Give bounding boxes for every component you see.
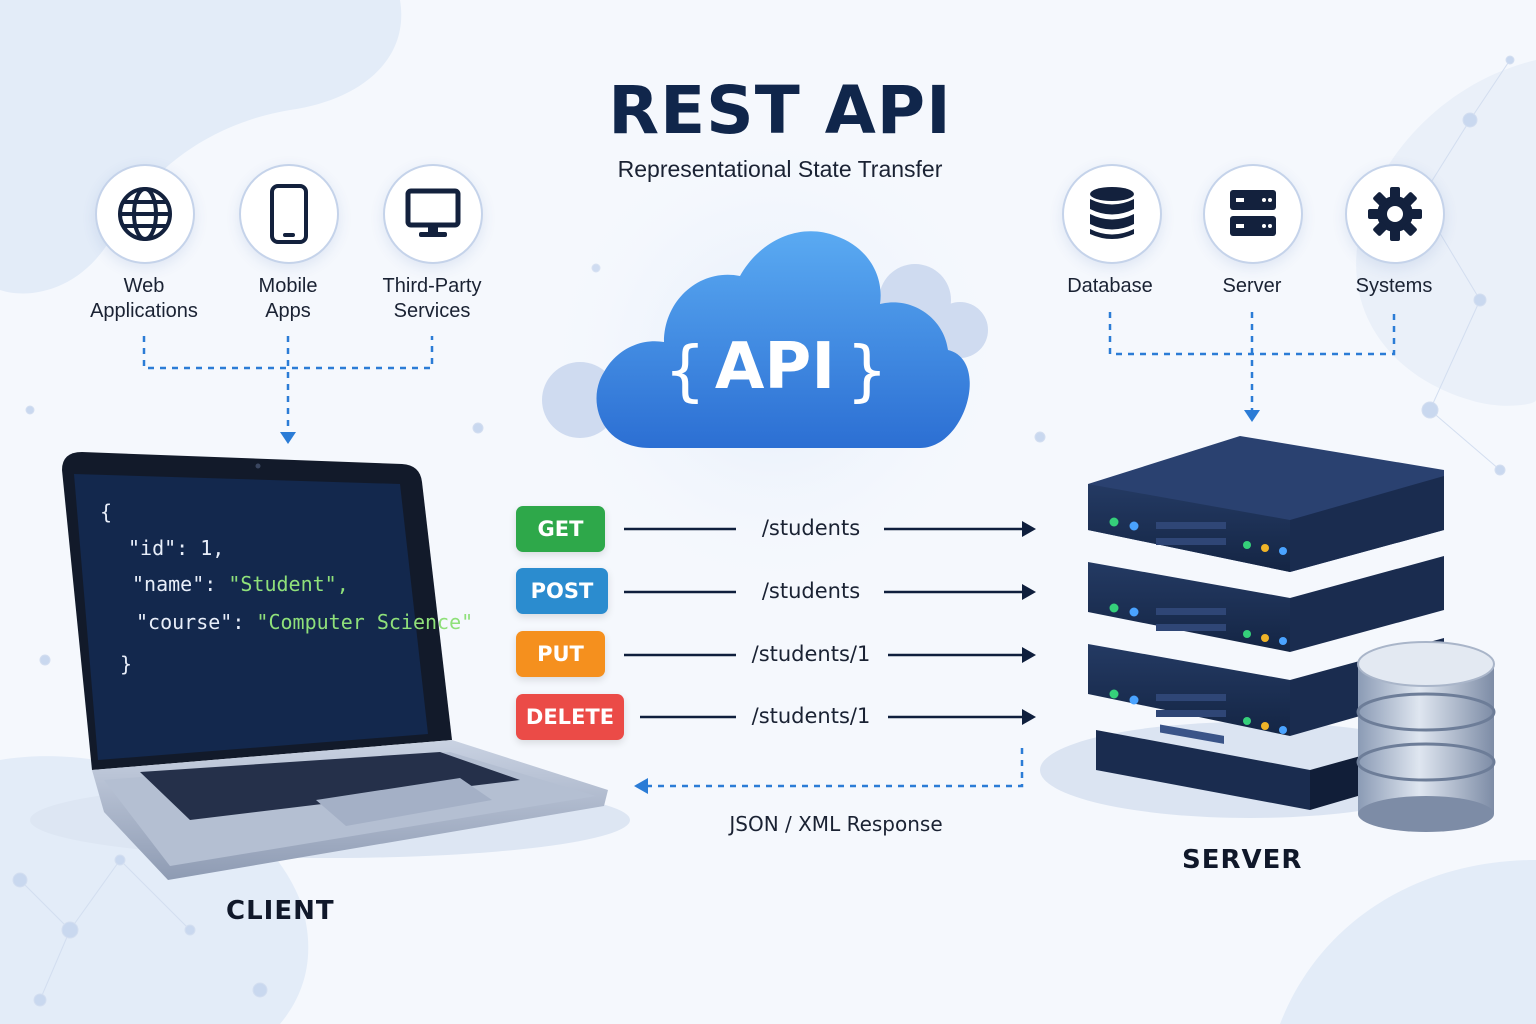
close-brace-icon: } (846, 332, 888, 409)
third-party-services-label: Third-Party Services (382, 275, 482, 322)
mobile-phone-icon (270, 184, 308, 244)
server-label: Server (1222, 275, 1282, 297)
open-brace-icon: { (664, 332, 706, 409)
code-name-key: "name" (132, 572, 205, 596)
page-title: REST API (608, 72, 952, 149)
mobile-apps-node (239, 164, 339, 264)
web-applications-node (95, 164, 195, 264)
endpoint-delete: /students/1 (751, 704, 871, 728)
code-name-value: "Student", (228, 572, 349, 596)
code-close-brace: } (120, 652, 133, 676)
systems-node (1345, 164, 1445, 264)
third-party-services-node (383, 164, 483, 264)
code-id-value: 1, (200, 536, 225, 560)
code-line-name: "name": "Student", (132, 572, 349, 596)
server-icon (1230, 190, 1276, 236)
web-applications-label: Web Applications (90, 275, 198, 322)
gear-icon (1368, 187, 1422, 241)
cloud-api-label: API (714, 330, 836, 404)
method-get-badge: GET (516, 506, 605, 552)
systems-label: Systems (1355, 275, 1433, 297)
client-label: CLIENT (226, 896, 335, 926)
endpoint-get: /students (761, 516, 861, 540)
code-id-key: "id" (128, 536, 177, 560)
code-open-brace: { (100, 500, 113, 524)
method-post-badge: POST (516, 568, 608, 614)
method-put-badge: PUT (516, 631, 605, 677)
database-node (1062, 164, 1162, 264)
code-line-id: "id": 1, (128, 536, 225, 560)
code-line-course: "course": "Computer Science" (136, 610, 474, 634)
database-icon (1090, 187, 1134, 239)
page-subtitle: Representational State Transfer (617, 156, 943, 182)
endpoint-post: /students (761, 579, 861, 603)
endpoint-put: /students/1 (751, 642, 871, 666)
server-node (1203, 164, 1303, 264)
code-course-value: "Computer Science" (256, 610, 474, 634)
database-label: Database (1067, 275, 1153, 297)
monitor-icon (405, 188, 461, 237)
method-delete-badge: DELETE (516, 694, 624, 740)
code-course-key: "course" (136, 610, 233, 634)
globe-icon (118, 187, 172, 241)
server-role-label: SERVER (1182, 845, 1303, 875)
response-label: JSON / XML Response (729, 812, 943, 836)
mobile-apps-label: Mobile Apps (258, 275, 318, 322)
